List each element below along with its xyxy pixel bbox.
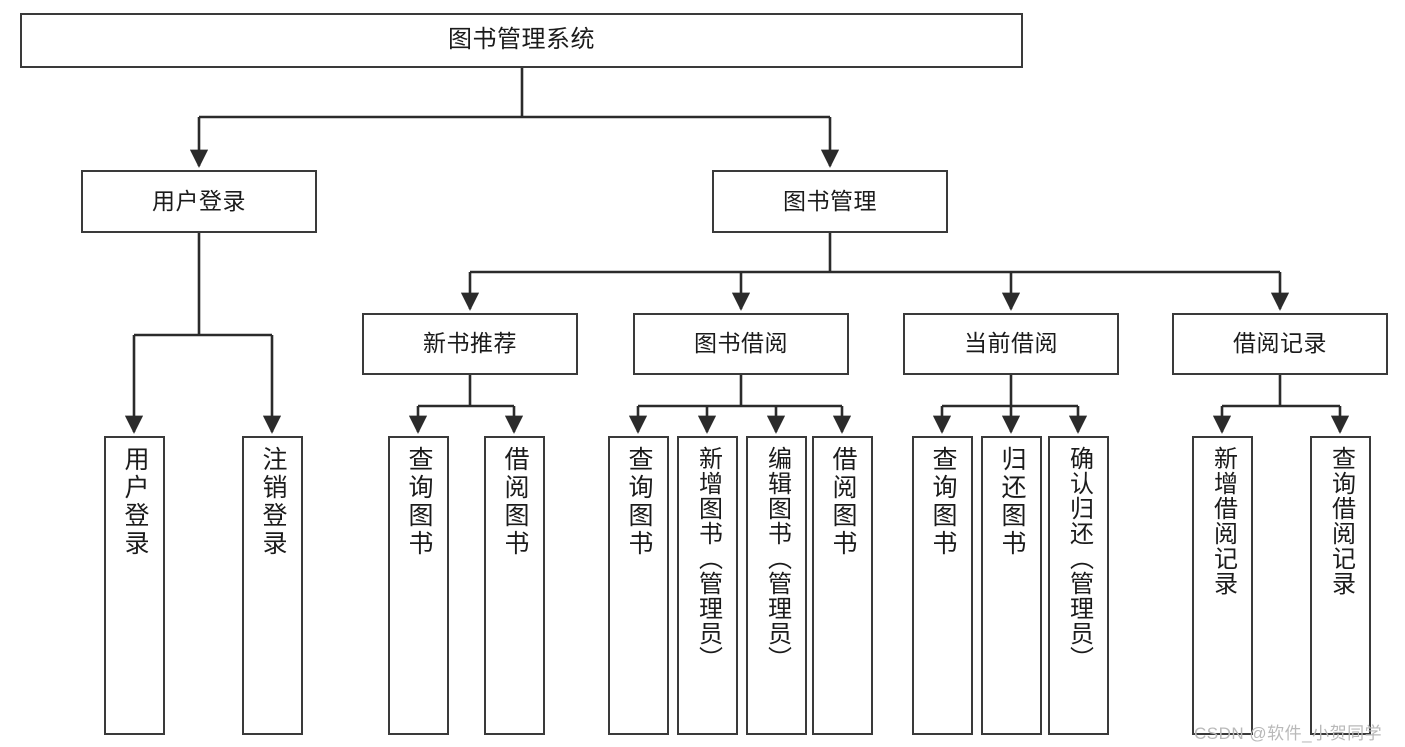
node-leaf-query-book-3[interactable]: 查询图书 [912, 436, 973, 735]
node-current-borrow[interactable]: 当前借阅 [903, 313, 1119, 375]
node-leaf-edit-book-label: 编辑图书（管理员） [763, 446, 791, 671]
node-leaf-borrow-book-2[interactable]: 借阅图书 [812, 436, 873, 735]
node-root[interactable]: 图书管理系统 [20, 13, 1023, 68]
node-leaf-query-book-1[interactable]: 查询图书 [388, 436, 449, 735]
node-new-book-rec-label: 新书推荐 [423, 330, 517, 357]
node-leaf-confirm-return-label: 确认归还（管理员） [1065, 446, 1093, 671]
node-user-login[interactable]: 用户登录 [81, 170, 317, 233]
node-leaf-borrow-book-1[interactable]: 借阅图书 [484, 436, 545, 735]
node-leaf-user-logout[interactable]: 注销登录 [242, 436, 303, 735]
node-book-borrow[interactable]: 图书借阅 [633, 313, 849, 375]
node-leaf-query-book-3-label: 查询图书 [929, 446, 957, 558]
node-leaf-add-record[interactable]: 新增借阅记录 [1192, 436, 1253, 735]
node-leaf-query-book-2-label: 查询图书 [625, 446, 653, 558]
node-current-borrow-label: 当前借阅 [964, 330, 1058, 357]
node-leaf-borrow-book-2-label: 借阅图书 [829, 446, 857, 558]
node-leaf-query-record[interactable]: 查询借阅记录 [1310, 436, 1371, 735]
node-leaf-query-book-1-label: 查询图书 [405, 446, 433, 558]
node-leaf-query-book-2[interactable]: 查询图书 [608, 436, 669, 735]
node-leaf-add-record-label: 新增借阅记录 [1209, 446, 1237, 596]
node-leaf-edit-book[interactable]: 编辑图书（管理员） [746, 436, 807, 735]
node-leaf-borrow-book-1-label: 借阅图书 [501, 446, 529, 558]
node-book-manage[interactable]: 图书管理 [712, 170, 948, 233]
node-leaf-add-book-label: 新增图书（管理员） [694, 446, 722, 671]
node-leaf-return-book-label: 归还图书 [998, 446, 1026, 558]
watermark-text: CSDN @软件_小贺同学 [1194, 724, 1383, 743]
node-leaf-user-logout-label: 注销登录 [259, 446, 287, 558]
node-leaf-add-book[interactable]: 新增图书（管理员） [677, 436, 738, 735]
node-new-book-rec[interactable]: 新书推荐 [362, 313, 578, 375]
node-leaf-query-record-label: 查询借阅记录 [1327, 446, 1355, 596]
node-book-borrow-label: 图书借阅 [694, 330, 788, 357]
node-root-label: 图书管理系统 [448, 26, 595, 54]
node-borrow-record-label: 借阅记录 [1233, 330, 1327, 357]
node-leaf-return-book[interactable]: 归还图书 [981, 436, 1042, 735]
node-leaf-confirm-return[interactable]: 确认归还（管理员） [1048, 436, 1109, 735]
node-book-manage-label: 图书管理 [783, 187, 877, 214]
node-leaf-user-login-label: 用户登录 [121, 446, 149, 558]
node-user-login-label: 用户登录 [152, 187, 246, 214]
node-leaf-user-login[interactable]: 用户登录 [104, 436, 165, 735]
node-borrow-record[interactable]: 借阅记录 [1172, 313, 1388, 375]
